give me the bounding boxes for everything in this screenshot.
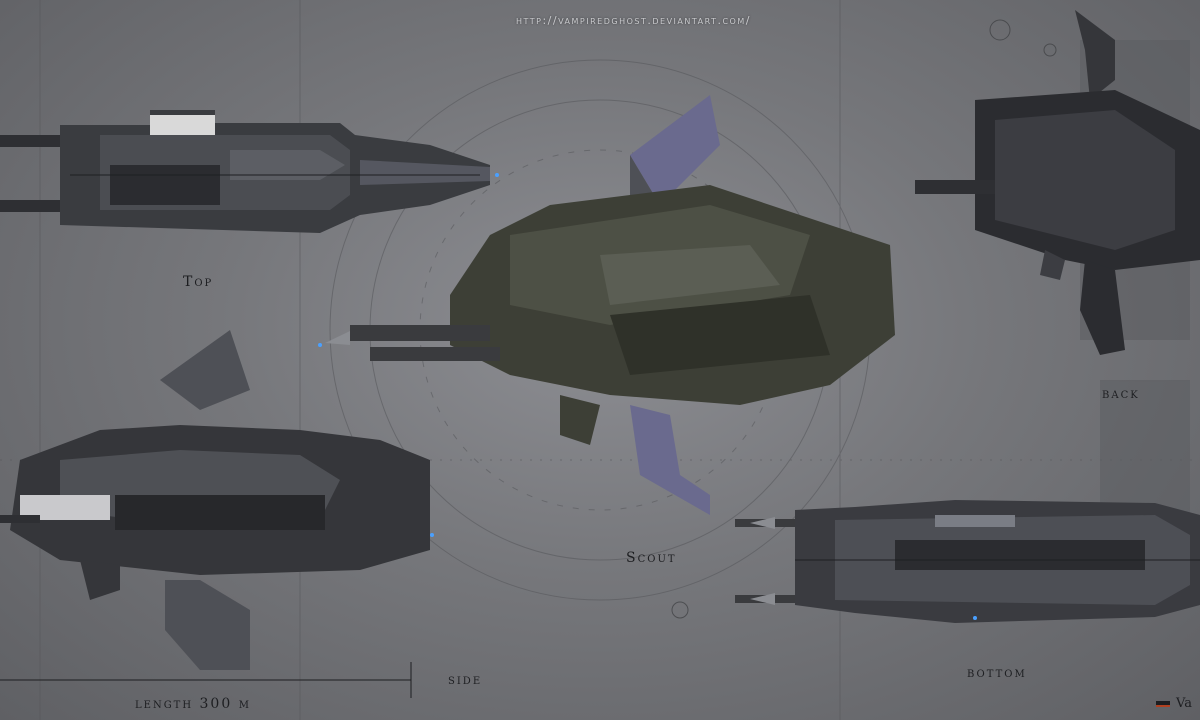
ship-top-view [0, 110, 499, 233]
ship-scout-view [318, 95, 895, 515]
ship-bottom-view [735, 500, 1200, 623]
signature-mark-icon [1156, 700, 1170, 707]
label-bottom: bottom [967, 665, 1027, 681]
scale-bar [0, 662, 412, 698]
label-back: back [1102, 386, 1140, 402]
length-label: length 300 m [135, 696, 251, 712]
artist-signature: Va [1156, 696, 1192, 711]
ship-side-view [0, 330, 434, 670]
label-top: Top [183, 274, 214, 290]
label-scout: Scout [626, 550, 677, 566]
source-url: http://vampiredghost.deviantart.com/ [516, 14, 751, 27]
label-side: side [448, 672, 483, 688]
ship-back-view [915, 10, 1200, 355]
signature-text: Va [1176, 696, 1192, 711]
